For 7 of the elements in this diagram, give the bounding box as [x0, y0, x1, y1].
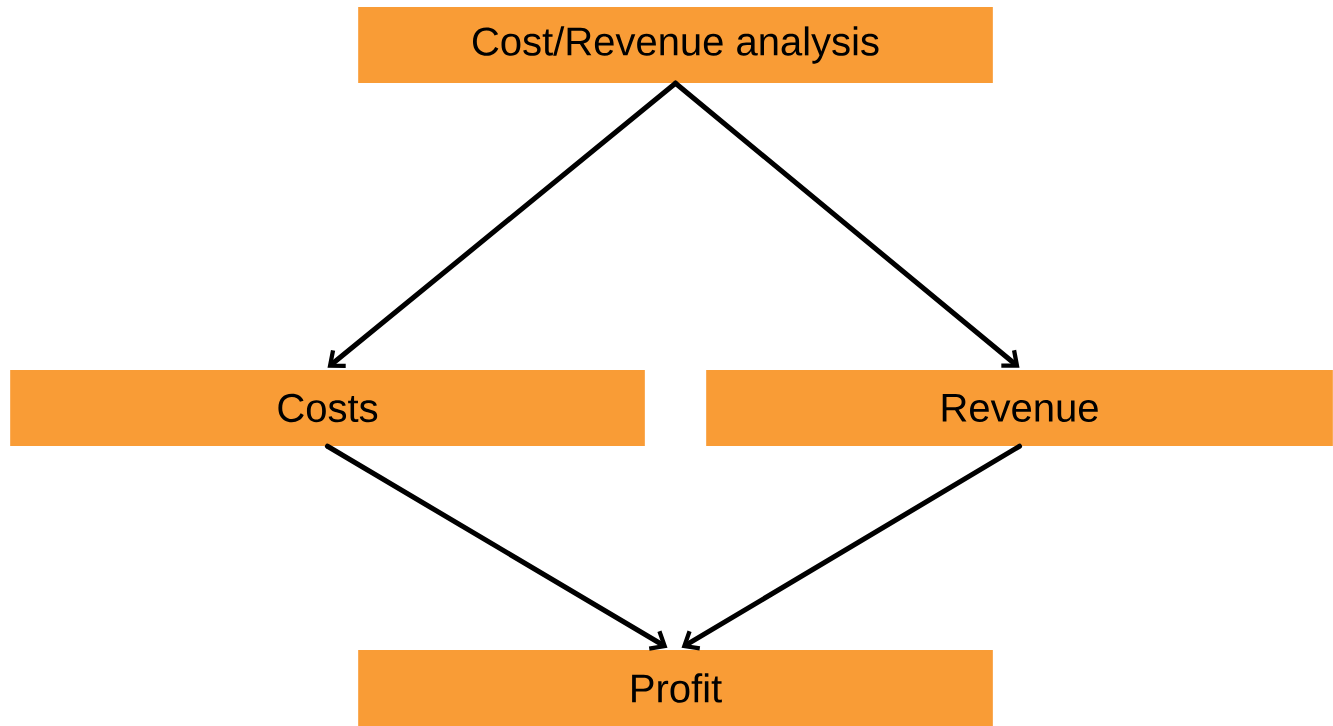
process-box: Revenue: [706, 370, 1333, 446]
process-box: Costs: [10, 370, 645, 446]
process-box: Cost/Revenue analysis: [358, 7, 993, 83]
process-box: Profit: [358, 650, 993, 726]
arrow: [681, 443, 1023, 651]
arrow: [324, 443, 668, 651]
arrow: [672, 80, 1020, 368]
